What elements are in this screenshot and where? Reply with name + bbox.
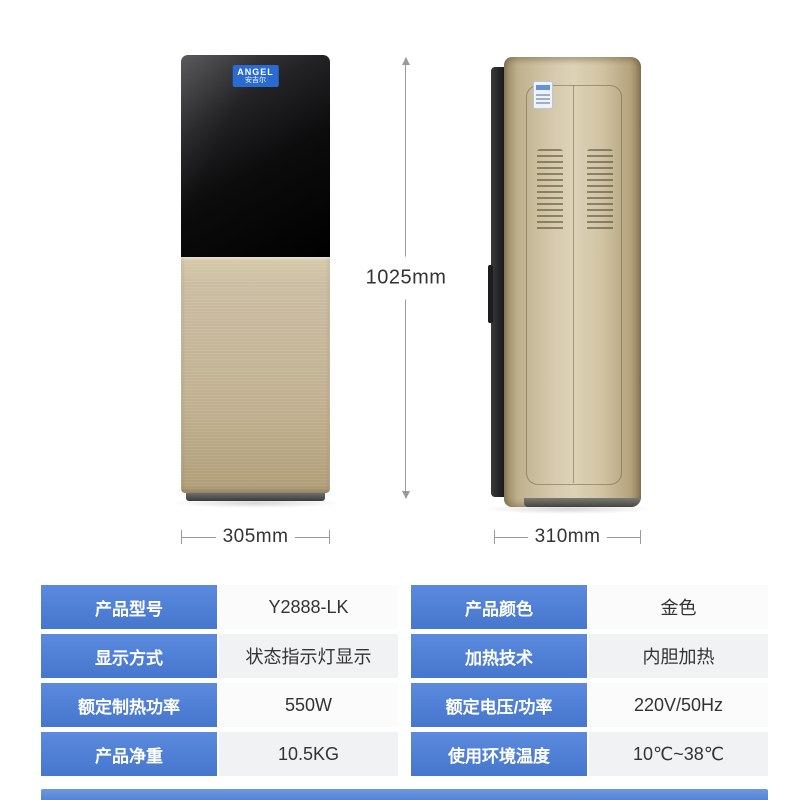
spec-value: 状态指示灯显示	[219, 634, 398, 678]
depth-dimension: 310mm	[494, 526, 642, 548]
spec-value: 10.5KG	[219, 732, 398, 776]
front-cabinet-panel	[181, 257, 330, 493]
arrow-down-icon	[401, 491, 410, 499]
side-body-panel	[504, 57, 641, 507]
spec-table-left: 产品型号 Y2888-LK 显示方式 状态指示灯显示 额定制热功率 550W 产…	[41, 585, 398, 781]
side-unit-shadow	[482, 504, 654, 514]
height-dimension-label: 1025mm	[361, 256, 451, 300]
spec-row-heating-tech: 加热技术 内胆加热	[411, 634, 768, 678]
spec-value: 金色	[589, 585, 768, 629]
spec-row-display: 显示方式 状态指示灯显示	[41, 634, 398, 678]
side-door-handle	[488, 265, 493, 323]
dimension-tick	[640, 530, 642, 544]
spec-sticker	[533, 81, 553, 109]
spec-row-heating-power: 额定制热功率 550W	[41, 683, 398, 727]
dimension-tick	[329, 530, 331, 544]
front-glass-panel: ANGEL 安吉尔	[181, 55, 330, 257]
side-view-image	[488, 57, 641, 507]
spec-label: 额定电压/功率	[411, 683, 587, 727]
spec-row-model: 产品型号 Y2888-LK	[41, 585, 398, 629]
spec-label: 产品净重	[41, 732, 217, 776]
side-base	[524, 498, 641, 507]
dimension-tick	[181, 530, 182, 544]
spec-label: 额定制热功率	[41, 683, 217, 727]
width-dimension-label: 305mm	[222, 526, 289, 547]
width-dimension: 305mm	[181, 526, 331, 548]
spec-row-color: 产品颜色 金色	[411, 585, 768, 629]
side-panel-seam-line	[573, 85, 574, 483]
spec-label: 显示方式	[41, 634, 217, 678]
front-base	[186, 493, 325, 501]
brand-logo-subtext: 安吉尔	[245, 77, 266, 85]
spec-value: 550W	[219, 683, 398, 727]
depth-dimension-label: 310mm	[534, 526, 601, 547]
vent-grille-left	[537, 149, 563, 231]
height-dimension: 1025mm	[361, 57, 451, 499]
spec-value: 220V/50Hz	[589, 683, 768, 727]
spec-table-right: 产品颜色 金色 加热技术 内胆加热 额定电压/功率 220V/50Hz 使用环境…	[411, 585, 768, 781]
dimension-line	[182, 536, 216, 538]
spec-row-ambient-temp: 使用环境温度 10℃~38℃	[411, 732, 768, 776]
side-door-edge	[488, 67, 506, 497]
spec-label: 使用环境温度	[411, 732, 587, 776]
spec-value: Y2888-LK	[219, 585, 398, 629]
bottom-accent-bar	[41, 789, 768, 800]
glass-reflection	[181, 55, 278, 257]
brand-logo-text: ANGEL	[237, 67, 274, 77]
arrow-up-icon	[401, 57, 410, 65]
dimension-line	[607, 536, 641, 538]
spec-value: 10℃~38℃	[589, 732, 768, 776]
spec-row-voltage: 额定电压/功率 220V/50Hz	[411, 683, 768, 727]
dimension-line	[495, 536, 528, 538]
side-panel-seam	[526, 85, 622, 485]
spec-value: 内胆加热	[589, 634, 768, 678]
dimension-tick	[494, 530, 495, 544]
spec-row-net-weight: 产品净重 10.5KG	[41, 732, 398, 776]
spec-label: 加热技术	[411, 634, 587, 678]
spec-label: 产品颜色	[411, 585, 587, 629]
front-view-image: ANGEL 安吉尔	[181, 55, 330, 501]
vent-grille-right	[587, 149, 613, 231]
brand-logo: ANGEL 安吉尔	[232, 65, 279, 88]
dimension-line	[295, 536, 330, 538]
front-unit-shadow	[170, 498, 342, 508]
spec-label: 产品型号	[41, 585, 217, 629]
